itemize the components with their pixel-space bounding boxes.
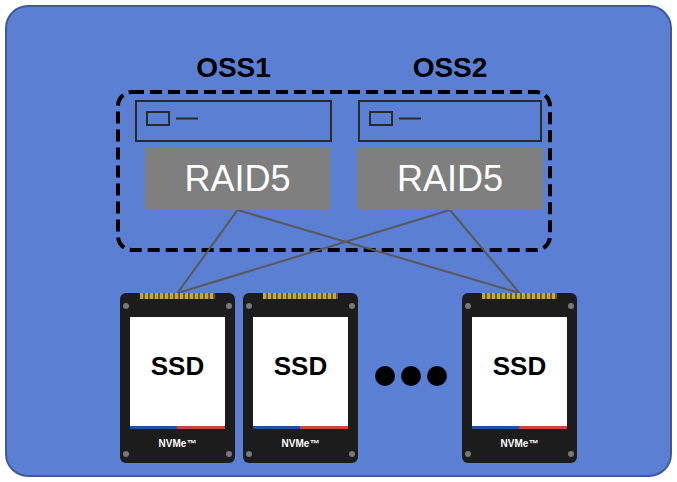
ssd-connector [263,293,338,299]
ellipsis-dot [427,366,447,386]
ssd-label: SSD [462,351,577,382]
ssd-color-band [253,426,348,429]
ssd-node: SSD NVMe™ [243,293,358,463]
server-led [147,112,169,125]
raid-node: RAID5 [357,148,543,210]
ssd-color-band [130,426,225,429]
raid-node: RAID5 [145,148,330,210]
server-node: OSS1 [135,100,332,142]
ellipsis-dot [401,366,421,386]
ssd-color-band [472,426,567,429]
ssd-connector [482,293,557,299]
ssd-screw [246,303,252,309]
server-slot [399,118,421,120]
nvme-label: NVMe™ [120,438,235,449]
raid-label: RAID5 [184,158,290,200]
connector-line [450,210,520,293]
server-label: OSS1 [137,52,330,84]
ellipsis-dot [375,366,395,386]
server-led [370,112,392,125]
ssd-screw [465,451,471,457]
connector-line [178,210,238,293]
ssd-connector [140,293,215,299]
ssd-screw [123,303,129,309]
server-label: OSS2 [360,52,540,84]
raid-label: RAID5 [397,158,503,200]
ssd-screw [568,451,574,457]
ssd-screw [226,451,232,457]
nvme-label: NVMe™ [462,438,577,449]
server-slot [176,118,198,120]
ssd-screw [226,303,232,309]
ssd-screw [568,303,574,309]
connector-line [238,210,520,293]
nvme-label: NVMe™ [243,438,358,449]
connector-line [178,210,451,293]
ssd-screw [465,303,471,309]
background-panel [6,6,671,476]
ssd-screw [123,451,129,457]
dashed-group [118,92,550,250]
server-node: OSS2 [358,100,542,142]
ssd-screw [349,451,355,457]
ssd-node: SSD NVMe™ [120,293,235,463]
ssd-screw [349,303,355,309]
ssd-screw [246,451,252,457]
ssd-label: SSD [243,351,358,382]
ssd-node: SSD NVMe™ [462,293,577,463]
ssd-label: SSD [120,351,235,382]
